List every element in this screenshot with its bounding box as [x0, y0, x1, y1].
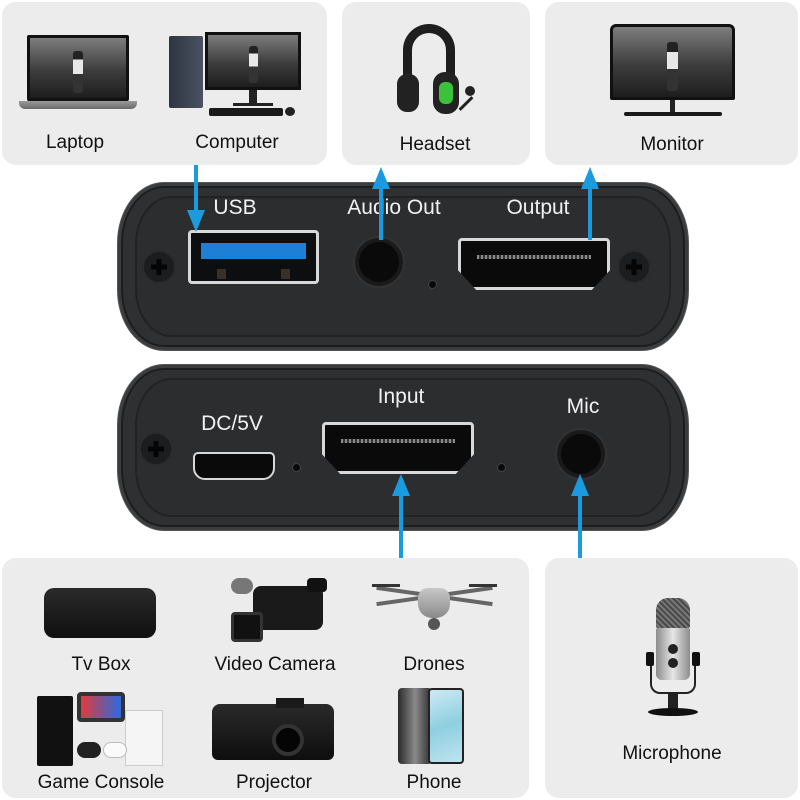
- desktop-computer-icon: [167, 32, 302, 120]
- projector-icon: [212, 698, 334, 764]
- drones-label: Drones: [403, 654, 465, 675]
- projector-label: Projector: [235, 772, 313, 793]
- video-camera-label: Video Camera: [214, 654, 336, 675]
- arrow-down-icon: [187, 210, 205, 232]
- indicator-led: [497, 463, 506, 472]
- headset-icon: [397, 24, 477, 124]
- arrow-up-icon: [571, 474, 589, 496]
- laptop-icon: [19, 35, 137, 115]
- phone-label: Phone: [406, 772, 462, 793]
- connection-line: [578, 492, 582, 559]
- card-headset: Headset: [342, 2, 530, 165]
- tv-box-label: Tv Box: [71, 654, 131, 675]
- monitor-icon: [610, 24, 735, 119]
- connection-line: [399, 492, 403, 559]
- arrow-up-icon: [392, 474, 410, 496]
- hdmi-output-port: [458, 238, 610, 290]
- screw-icon: [142, 250, 176, 284]
- dc-5v-port-label: DC/5V: [201, 412, 263, 435]
- card-video-sources: Tv Box Video Camera Drones Game Console …: [2, 558, 529, 798]
- connection-line: [379, 185, 383, 240]
- hdmi-input-port: [322, 422, 474, 474]
- screw-icon: [139, 432, 173, 466]
- video-camera-icon: [227, 576, 332, 648]
- monitor-label: Monitor: [640, 134, 704, 155]
- laptop-label: Laptop: [45, 132, 105, 153]
- phone-icon: [398, 688, 468, 766]
- game-console-label: Game Console: [37, 772, 165, 793]
- audio-out-jack: [355, 238, 403, 286]
- mic-jack: [557, 430, 605, 478]
- mic-port-label: Mic: [566, 395, 600, 418]
- usb-port-label: USB: [213, 196, 257, 219]
- audio-out-port-label: Audio Out: [347, 196, 441, 219]
- arrow-up-icon: [372, 167, 390, 189]
- headset-label: Headset: [399, 134, 471, 155]
- input-port-label: Input: [377, 385, 425, 408]
- connection-line: [194, 165, 198, 215]
- screw-icon: [617, 250, 651, 284]
- microphone-icon: [640, 598, 705, 728]
- usb-a-port: [188, 230, 319, 284]
- tv-box-icon: [44, 588, 156, 640]
- indicator-led: [428, 280, 437, 289]
- microphone-label: Microphone: [622, 743, 722, 764]
- arrow-up-icon: [581, 167, 599, 189]
- card-microphone: Microphone: [545, 558, 798, 798]
- connection-line: [588, 185, 592, 240]
- output-port-label: Output: [506, 196, 570, 219]
- drone-icon: [372, 580, 497, 640]
- card-monitor: Monitor: [545, 2, 798, 165]
- micro-usb-power-port: [193, 452, 275, 480]
- computer-label: Computer: [195, 132, 279, 153]
- card-computers: Laptop Computer: [2, 2, 327, 165]
- indicator-led: [292, 463, 301, 472]
- game-console-icon: [37, 688, 167, 768]
